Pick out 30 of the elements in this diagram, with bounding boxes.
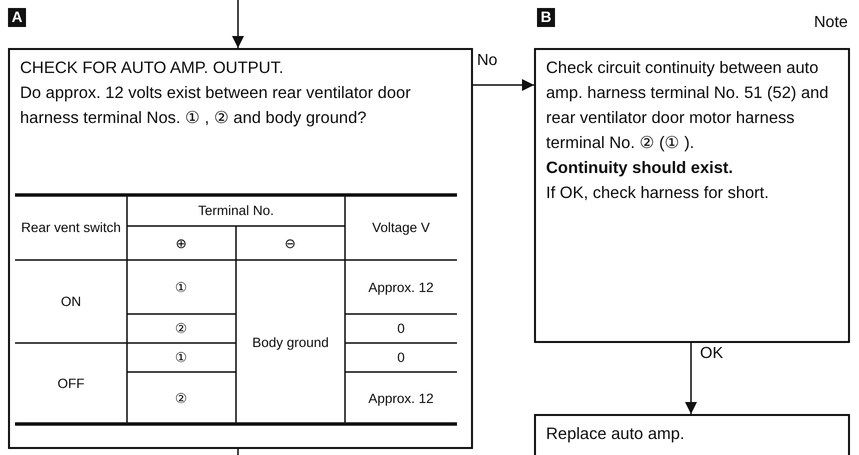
table-cell-text: ① xyxy=(175,278,188,296)
table-cell-text: ② xyxy=(175,320,188,337)
table-cell-text: ⊕ xyxy=(176,234,188,252)
section-letter: A xyxy=(8,8,26,27)
arrow xyxy=(232,0,244,48)
step-text: Continuity should exist. xyxy=(546,158,734,179)
arrow xyxy=(685,343,697,414)
table-cell-text: Rear vent switch xyxy=(21,219,121,236)
step-text: Check circuit continuity between auto amp. harness terminal No. 51 (52) and rear ventilator door motor harness terminal No. ② (① ). xyxy=(546,58,830,154)
table-cell-text: ⊖ xyxy=(284,234,296,252)
table-cell-text: ① xyxy=(175,349,188,366)
arrow xyxy=(473,79,534,91)
process-box xyxy=(534,48,850,343)
table-cell-text: Terminal No. xyxy=(198,202,274,219)
table-cell-text: 0 xyxy=(397,320,405,337)
step-text: If OK, check harness for short. xyxy=(546,183,770,204)
step-text: Do approx. 12 volts exist between rear ventilator door harness terminal Nos. ① , ② and body ground? xyxy=(20,83,412,129)
table-cell-text: Voltage V xyxy=(372,219,430,236)
table-cell-text: Approx. 12 xyxy=(368,390,434,406)
table-cell-text: Approx. 12 xyxy=(368,278,434,296)
note-text: Note xyxy=(814,14,848,32)
table-cell-text: ON xyxy=(60,293,82,310)
table-cell-text: OFF xyxy=(58,375,84,392)
step-text: Replace auto amp. xyxy=(546,424,686,445)
table-cell-text: 0 xyxy=(397,349,405,366)
table-cell-text: Body ground xyxy=(252,334,329,350)
table-cell-text: ② xyxy=(175,390,188,406)
section-letter: B xyxy=(537,8,555,27)
step-heading: CHECK FOR AUTO AMP. OUTPUT. xyxy=(20,58,284,79)
process-box xyxy=(8,48,473,449)
